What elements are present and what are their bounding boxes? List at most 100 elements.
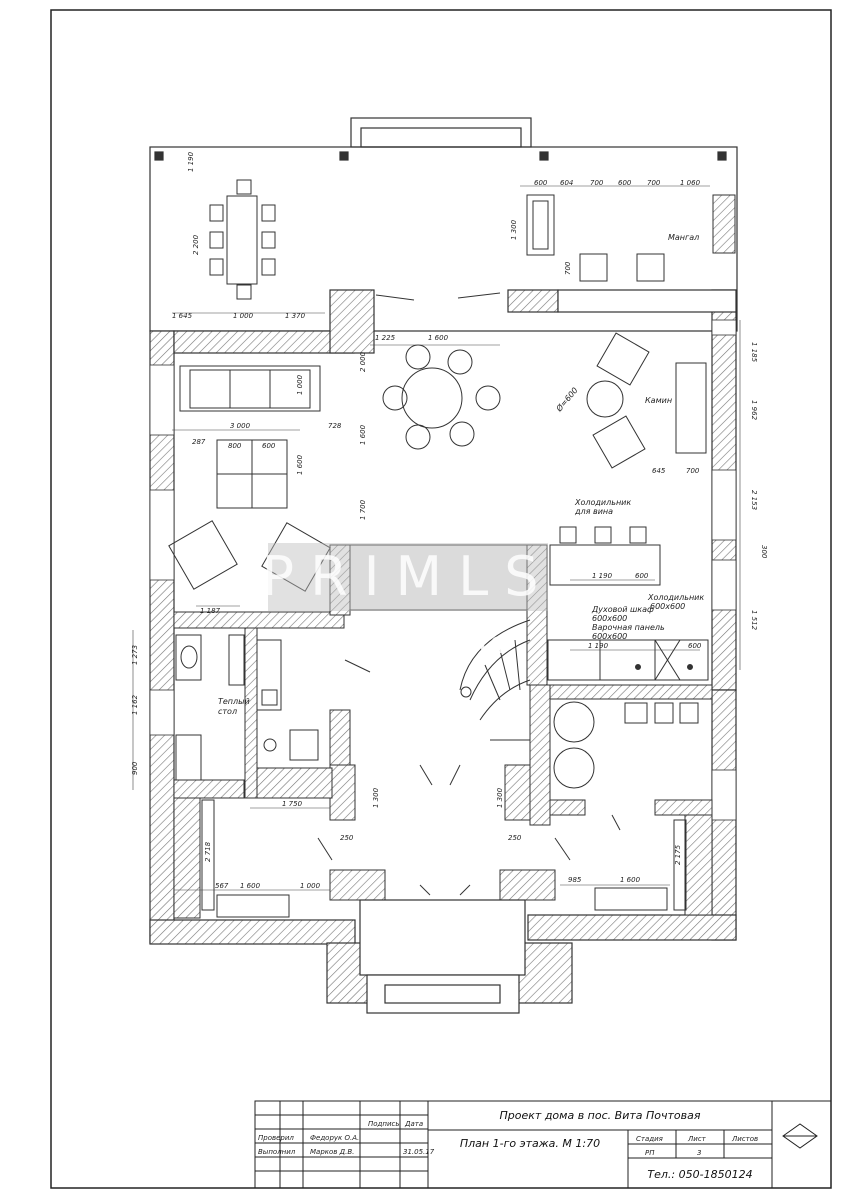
dim-text: 1 370 bbox=[285, 312, 306, 320]
dim-text: 700 bbox=[686, 467, 700, 475]
title-block bbox=[254, 1100, 832, 1189]
tb-name-2: Марков Д.В. bbox=[310, 1148, 354, 1156]
dim-text: 900 bbox=[131, 761, 139, 775]
dim-text: 800 bbox=[228, 442, 242, 450]
tb-stage-label: Стадия bbox=[636, 1135, 663, 1143]
label-wine-fridge-2: для вина bbox=[574, 507, 613, 516]
tb-sheet-label: Лист bbox=[687, 1135, 707, 1143]
dim-text: 1 512 bbox=[750, 610, 758, 631]
outer-walls bbox=[149, 289, 737, 945]
dim-text: 1 000 bbox=[296, 374, 304, 395]
living-room-furniture bbox=[168, 365, 331, 592]
round-dining-table bbox=[382, 344, 501, 450]
dim-text: 1 645 bbox=[172, 312, 193, 320]
tb-sheet-value: 3 bbox=[697, 1149, 701, 1157]
label-hob: Варочная панель bbox=[592, 623, 665, 632]
dim-text: 2 000 bbox=[359, 351, 367, 372]
dim-text: 600 bbox=[618, 179, 632, 187]
dim-text: 728 bbox=[328, 422, 342, 430]
dim-text: 2 175 bbox=[674, 844, 682, 865]
dim-text: 1 000 bbox=[300, 882, 321, 890]
label-oven-size: 600х600 bbox=[592, 614, 627, 623]
dim-text: 1 162 bbox=[131, 694, 139, 715]
dim-text: 1 190 bbox=[592, 572, 613, 580]
kitchen-counter bbox=[547, 526, 709, 681]
dim-text: 1 300 bbox=[510, 219, 518, 240]
windows bbox=[149, 319, 737, 821]
dim-text: 250 bbox=[340, 834, 354, 842]
dim-text: 1 600 bbox=[296, 454, 304, 475]
dim-text: 1 962 bbox=[750, 400, 758, 421]
label-hob-size: 600х600 bbox=[592, 632, 627, 641]
dim-text: 1 300 bbox=[496, 787, 504, 808]
tb-stage-value: РП bbox=[645, 1149, 655, 1157]
dim-text: 1 060 bbox=[680, 179, 701, 187]
terrace-lounge bbox=[526, 194, 665, 282]
dim-text: 700 bbox=[590, 179, 604, 187]
dim-text: 2 718 bbox=[204, 841, 212, 862]
dim-text: 1 225 bbox=[375, 334, 396, 342]
dim-text: 1 600 bbox=[428, 334, 449, 342]
label-wine-fridge: Холодильник bbox=[574, 498, 631, 507]
dimension-texts: 1 190 2 200 1 645 1 000 1 370 600 604 70… bbox=[131, 151, 768, 890]
dim-text: 600 bbox=[688, 642, 702, 650]
dim-text: 250 bbox=[508, 834, 522, 842]
tb-col-signature: Подпись bbox=[368, 1120, 400, 1128]
interior-walls bbox=[173, 544, 713, 919]
label-warm-floor: Теплый bbox=[218, 697, 250, 706]
dim-text: 1 600 bbox=[359, 424, 367, 445]
dim-text: 1 185 bbox=[750, 342, 758, 363]
mangal-wall bbox=[712, 194, 736, 254]
dim-text: 1 187 bbox=[200, 607, 221, 615]
porch bbox=[326, 899, 573, 1014]
dim-text: 287 bbox=[192, 438, 206, 446]
title-block-texts: Проект дома в пос. Вита Почтовая План 1-… bbox=[258, 1109, 758, 1181]
tb-phone: Тел.: 050-1850124 bbox=[647, 1168, 752, 1181]
tb-col-date: Дата bbox=[404, 1120, 423, 1128]
dim-text: 1 300 bbox=[372, 787, 380, 808]
dim-text: 1 600 bbox=[240, 882, 261, 890]
fireplace-area bbox=[586, 332, 707, 469]
watermark-sub: Real Estate bbox=[349, 626, 507, 659]
terrace-dining-set bbox=[209, 179, 276, 300]
dim-text: 1 000 bbox=[233, 312, 254, 320]
dim-text: 600 bbox=[635, 572, 649, 580]
watermark-brand: PRIMLS bbox=[262, 545, 555, 608]
watermark: PRIMLS Real Estate bbox=[262, 543, 555, 659]
tb-role-1: Проверил bbox=[258, 1134, 294, 1142]
label-fridge-size: 600х600 bbox=[650, 602, 685, 611]
dim-text: 985 bbox=[568, 876, 582, 884]
tb-name-1: Федорук О.А. bbox=[310, 1134, 359, 1142]
terrace bbox=[149, 117, 738, 332]
dim-text: 600 bbox=[534, 179, 548, 187]
label-fridge: Холодильник bbox=[647, 593, 704, 602]
dim-text: 1 750 bbox=[282, 800, 303, 808]
dim-text: 3 000 bbox=[230, 422, 251, 430]
dim-text: 700 bbox=[647, 179, 661, 187]
staircase bbox=[459, 619, 531, 741]
tb-sheets-label: Листов bbox=[731, 1135, 758, 1143]
dim-text: 2 153 bbox=[750, 490, 758, 510]
dim-text: 300 bbox=[760, 545, 768, 559]
boiler-room-equipment bbox=[553, 701, 699, 789]
tb-date-2: 31.05.17 bbox=[403, 1148, 435, 1156]
doors bbox=[317, 292, 621, 896]
tb-role-2: Выполнил bbox=[258, 1148, 296, 1156]
bathroom-fixtures bbox=[175, 634, 319, 781]
label-kamin: Камин bbox=[645, 396, 672, 405]
label-warm-floor-2: стол bbox=[218, 707, 237, 716]
dim-text: 604 bbox=[560, 179, 573, 187]
dim-text: 1 273 bbox=[131, 645, 139, 665]
label-oven: Духовой шкаф bbox=[591, 605, 654, 614]
title-sheet: План 1-го этажа. М 1:70 bbox=[460, 1137, 600, 1150]
bottom-rooms-furniture bbox=[201, 799, 687, 918]
dim-text: 645 bbox=[652, 467, 666, 475]
dim-text: 567 bbox=[215, 882, 229, 890]
dim-text: 1 700 bbox=[359, 499, 367, 520]
dim-text: 1 600 bbox=[620, 876, 641, 884]
dim-text: 1 190 bbox=[187, 151, 195, 172]
title-project: Проект дома в пос. Вита Почтовая bbox=[500, 1109, 701, 1122]
dim-text: 1 190 bbox=[588, 642, 609, 650]
dim-text: 2 200 bbox=[192, 234, 200, 255]
